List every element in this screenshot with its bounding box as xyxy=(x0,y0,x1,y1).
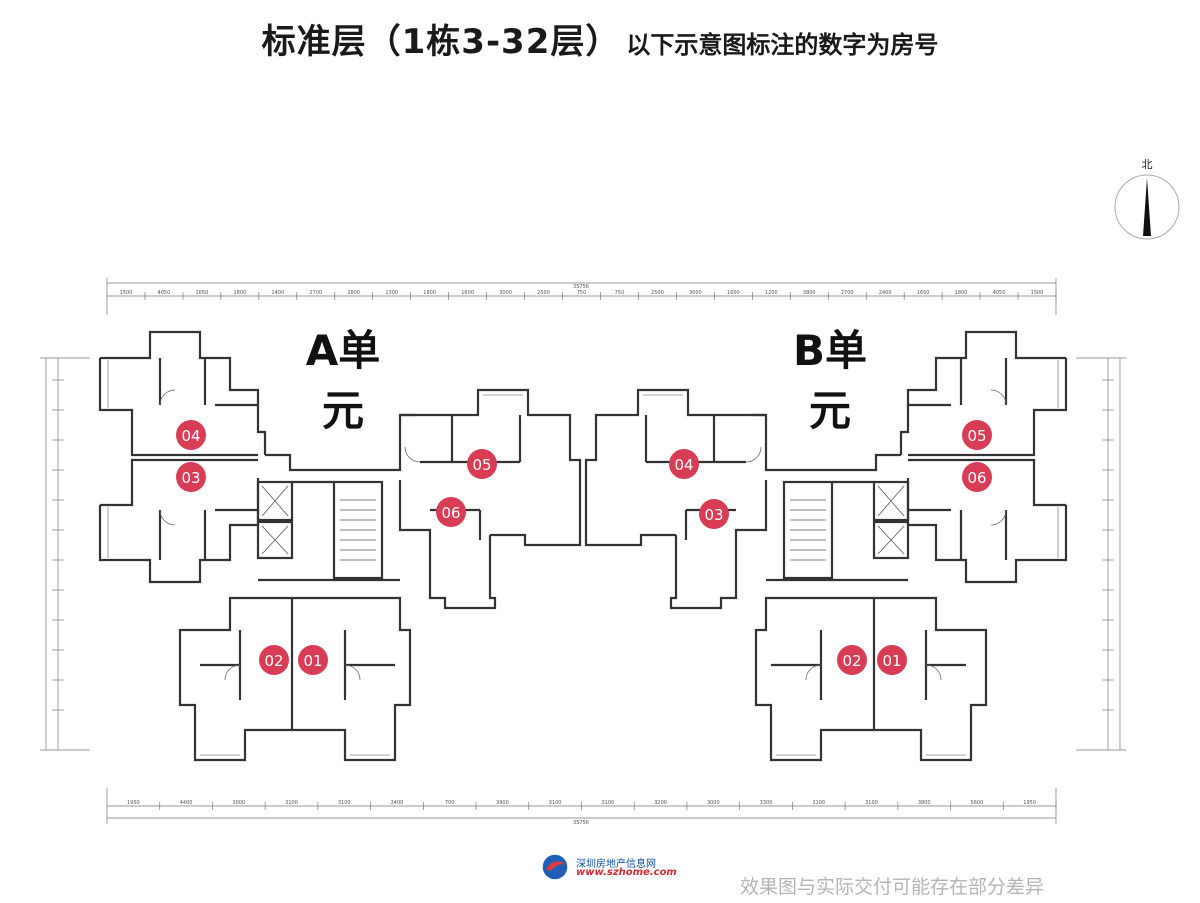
dimension-label: 1500 xyxy=(1031,290,1044,296)
unit-a-label-line1: A单 xyxy=(306,326,381,375)
dimension-label: 1800 xyxy=(233,290,246,296)
dimension-label: 1500 xyxy=(120,290,133,296)
room-badge-b-06: 06 xyxy=(962,462,992,492)
dimension-label: 3800 xyxy=(803,290,816,296)
room-badge-a-03: 03 xyxy=(176,462,206,492)
dimension-label: 750 xyxy=(577,290,587,296)
dimension-label: 2500 xyxy=(651,290,664,296)
unit-a-label-line2: 元 xyxy=(322,386,364,435)
dimension-label: 1950 xyxy=(127,800,140,806)
room-number: 05 xyxy=(967,427,986,445)
dimension-label: 2500 xyxy=(537,290,550,296)
room-badge-b-03: 03 xyxy=(699,499,729,529)
compass-icon: 北 xyxy=(1114,158,1180,240)
dimension-label: 1650 xyxy=(196,290,209,296)
disclaimer-text: 效果图与实际交付可能存在部分差异 xyxy=(740,876,1045,898)
dimension-label: 4400 xyxy=(180,800,193,806)
room-badge-a-02: 02 xyxy=(259,645,289,675)
side-dimension-lines xyxy=(40,357,1126,751)
dimension-label: 3300 xyxy=(760,800,773,806)
title-main: 标准层（1栋3-32层） xyxy=(261,22,621,62)
unit-b-label-line1: B单 xyxy=(793,326,867,375)
dimension-label: 3400 xyxy=(391,800,404,806)
room-badge-b-02: 02 xyxy=(837,645,867,675)
watermark-logo: 深圳房地产信息网 www.szhome.com xyxy=(540,852,677,882)
room-badge-a-04: 04 xyxy=(176,420,206,450)
room-number: 03 xyxy=(181,469,200,487)
top-total-dimension: 35756 xyxy=(573,284,589,290)
dimension-label: 3000 xyxy=(232,800,245,806)
dimension-label: 4050 xyxy=(993,290,1006,296)
room-number: 06 xyxy=(441,504,460,522)
dimension-label: 3100 xyxy=(285,800,298,806)
dimension-label: 750 xyxy=(615,290,625,296)
dimension-label: 1800 xyxy=(955,290,968,296)
room-badge-a-06: 06 xyxy=(436,497,466,527)
title-subtitle: 以下示意图标注的数字为房号 xyxy=(626,31,939,59)
room-number: 04 xyxy=(674,456,693,474)
stair-hatching xyxy=(340,499,826,561)
dimension-label: 2400 xyxy=(271,290,284,296)
unit-b-label-line2: 元 xyxy=(809,386,851,435)
top-dimension-labels: 1500 4050 1650 1800 2400 2700 2800 1300 1800 1600… xyxy=(120,290,1057,300)
room-number: 06 xyxy=(967,469,986,487)
room-badge-a-01: 01 xyxy=(298,645,328,675)
watermark-name: 深圳房地产信息网 xyxy=(576,859,656,870)
dimension-label: 3100 xyxy=(601,800,614,806)
room-number: 03 xyxy=(704,506,723,524)
window-lines xyxy=(107,360,1059,756)
dimension-label: 3100 xyxy=(812,800,825,806)
dimension-label: 2700 xyxy=(309,290,322,296)
room-number: 02 xyxy=(842,652,861,670)
dimension-label: 2800 xyxy=(347,290,360,296)
unit-a-walls xyxy=(98,330,582,762)
dimension-label: 4050 xyxy=(158,290,171,296)
compass-label: 北 xyxy=(1142,158,1153,171)
dimension-label: 1200 xyxy=(765,290,778,296)
szhome-logo-icon xyxy=(541,853,569,881)
dimension-label: 2700 xyxy=(841,290,854,296)
dimension-label: 3100 xyxy=(549,800,562,806)
dimension-label: 3000 xyxy=(689,290,702,296)
dimension-label: 1950 xyxy=(1023,800,1036,806)
dimension-label: 700 xyxy=(445,800,455,806)
bottom-dimension-labels: 1950 4400 3000 3100 3100 3400 700 3900 3100 3100 3… xyxy=(127,800,1057,810)
dimension-label: 3900 xyxy=(496,800,509,806)
dimension-label: 1650 xyxy=(917,290,930,296)
room-number: 04 xyxy=(181,427,200,445)
room-badge-a-05: 05 xyxy=(467,449,497,479)
dimension-label: 5600 xyxy=(971,800,984,806)
dimension-label: 3000 xyxy=(499,290,512,296)
room-number: 01 xyxy=(303,652,322,670)
room-badge-b-05: 05 xyxy=(962,420,992,450)
dimension-label: 2400 xyxy=(879,290,892,296)
dimension-label: 1600 xyxy=(461,290,474,296)
dimension-label: 3100 xyxy=(338,800,351,806)
dimension-label: 3800 xyxy=(918,800,931,806)
dimension-label: 3100 xyxy=(865,800,878,806)
room-number: 01 xyxy=(882,652,901,670)
bottom-total-dimension: 35756 xyxy=(573,820,589,826)
dimension-label: 1800 xyxy=(423,290,436,296)
dimension-label: 3000 xyxy=(707,800,720,806)
room-badge-b-04: 04 xyxy=(669,449,699,479)
elevator-icon xyxy=(261,485,905,555)
room-number: 02 xyxy=(264,652,283,670)
dimension-label: 1600 xyxy=(727,290,740,296)
room-badge-b-01: 01 xyxy=(877,645,907,675)
dimension-label: 1300 xyxy=(385,290,398,296)
door-arcs xyxy=(159,389,1007,681)
watermark-site: www.szhome.com xyxy=(576,867,677,878)
dimension-label: 3200 xyxy=(654,800,667,806)
page-title: 标准层（1栋3-32层）以下示意图标注的数字为房号 xyxy=(0,14,1200,63)
room-number: 05 xyxy=(472,456,491,474)
